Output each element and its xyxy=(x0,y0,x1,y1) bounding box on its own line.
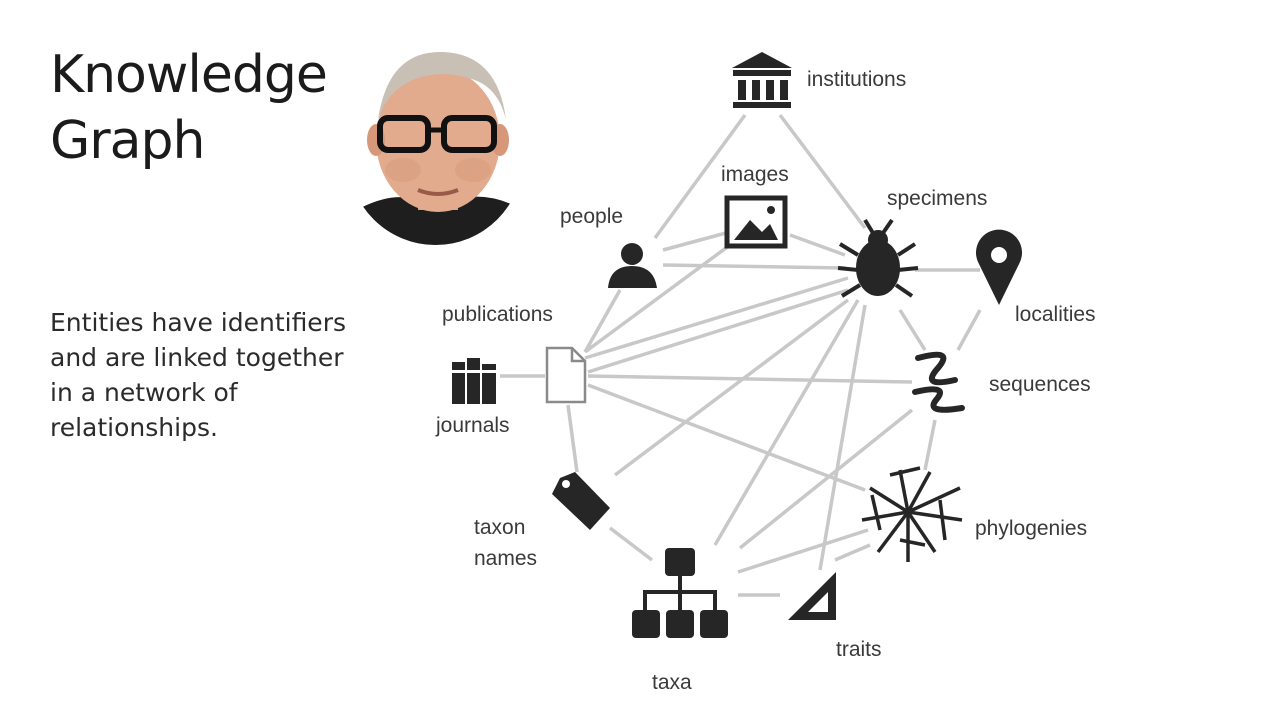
title-line-2: Graph xyxy=(50,111,206,171)
node-label-phylogenies: phylogenies xyxy=(975,517,1088,540)
graph-edges xyxy=(500,113,982,597)
edge xyxy=(834,543,871,562)
phylogeny-icon xyxy=(861,466,963,562)
body-line-2: and are linked together xyxy=(50,343,344,372)
institution-icon xyxy=(732,52,792,108)
node-label-taxon-names-line1: taxon xyxy=(474,516,526,539)
node-label-localities: localities xyxy=(1015,303,1096,326)
edge xyxy=(923,419,937,471)
edge xyxy=(818,304,867,571)
edge xyxy=(608,526,654,562)
edge xyxy=(956,309,982,351)
hierarchy-icon xyxy=(632,548,728,638)
edge xyxy=(713,299,860,546)
edge xyxy=(653,113,747,240)
title-line-1: Knowledge xyxy=(50,45,328,105)
node-label-taxa: taxa xyxy=(652,671,692,694)
edge xyxy=(613,298,850,477)
edge xyxy=(738,408,914,550)
edge xyxy=(587,288,849,374)
node-label-traits: traits xyxy=(836,638,882,661)
books-icon xyxy=(452,358,496,404)
edge xyxy=(583,289,622,353)
body-line-3: in a network of xyxy=(50,378,238,407)
edge xyxy=(737,528,869,574)
body-line-1: Entities have identifiers xyxy=(50,308,346,337)
slide-body-text: Entities have identifiers and are linked… xyxy=(50,305,370,445)
image-icon xyxy=(724,195,788,249)
node-label-institutions: institutions xyxy=(807,68,907,91)
body-line-4: relationships. xyxy=(50,413,218,442)
node-label-specimens: specimens xyxy=(887,187,988,210)
node-label-images: images xyxy=(721,163,789,186)
edge xyxy=(566,404,579,473)
document-icon xyxy=(545,346,587,404)
node-label-people: people xyxy=(560,205,624,228)
presenter-webcam xyxy=(348,40,523,245)
edge xyxy=(587,374,913,384)
presenter-portrait xyxy=(348,40,523,245)
node-label-journals: journals xyxy=(436,414,510,437)
edge xyxy=(662,231,727,252)
edge xyxy=(789,233,846,257)
node-label-publications: publications xyxy=(442,303,553,326)
edge xyxy=(662,263,846,270)
edge xyxy=(587,383,866,492)
dna-icon xyxy=(912,351,965,413)
tag-icon xyxy=(552,472,610,530)
node-label-taxon-names-line2: names xyxy=(474,547,538,570)
edge xyxy=(584,276,849,360)
node-label-sequences: sequences xyxy=(989,373,1091,396)
bug-icon xyxy=(837,218,919,298)
edge xyxy=(583,243,732,354)
triangle-ruler-icon xyxy=(788,572,836,620)
page-title: Knowledge Graph xyxy=(50,42,328,174)
map-pin-icon xyxy=(976,229,1022,305)
person-icon xyxy=(608,243,657,288)
edge xyxy=(898,309,927,351)
edge xyxy=(778,113,867,230)
